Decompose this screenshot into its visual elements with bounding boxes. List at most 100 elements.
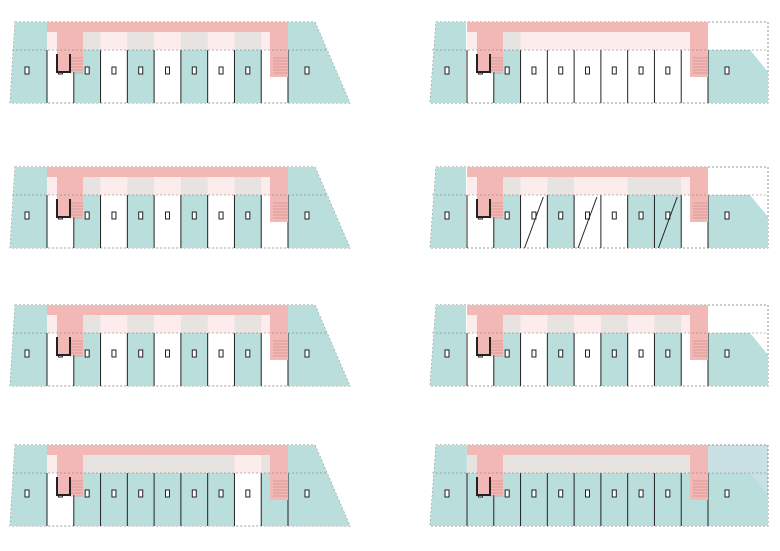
end-block-right — [288, 167, 350, 248]
end-block-left — [10, 22, 47, 103]
door-marker — [611, 489, 617, 498]
door-marker — [138, 211, 144, 220]
door-marker — [638, 489, 644, 498]
door-marker — [191, 211, 197, 220]
door-marker — [724, 211, 730, 220]
circulation-zone — [467, 32, 708, 50]
panel-scheme-7 — [429, 304, 769, 387]
door-marker — [84, 489, 90, 498]
door-marker — [218, 211, 224, 220]
lift-shaft — [56, 54, 71, 73]
panel-scheme-6 — [429, 166, 769, 249]
door-marker — [585, 211, 590, 220]
panel-scheme-3 — [9, 304, 351, 387]
circulation-band — [467, 22, 708, 32]
door-marker — [138, 349, 144, 358]
door-marker — [245, 489, 251, 498]
door-marker — [724, 66, 730, 75]
end-block-left — [430, 22, 466, 103]
end-block-left — [10, 305, 47, 386]
door-marker — [444, 349, 450, 358]
door-marker — [304, 489, 310, 498]
door-marker — [724, 349, 730, 358]
door-marker — [558, 349, 564, 358]
lift-shaft — [56, 477, 71, 496]
door-marker — [611, 211, 617, 220]
door-marker — [111, 489, 117, 498]
circulation-zone — [467, 455, 708, 473]
stair-core-right — [270, 315, 288, 360]
door-marker — [504, 349, 510, 358]
door-marker — [665, 349, 671, 358]
door-marker — [218, 489, 224, 498]
panel-scheme-8 — [429, 444, 769, 527]
door-marker — [138, 489, 144, 498]
lift-shaft — [56, 199, 71, 218]
door-marker — [504, 211, 510, 220]
circulation-zone — [47, 455, 288, 473]
diagonal-wall — [524, 196, 544, 249]
end-block-right — [708, 195, 768, 248]
door-marker — [84, 349, 90, 358]
lift-shaft — [476, 199, 491, 218]
door-marker — [191, 489, 197, 498]
circulation-band — [467, 445, 708, 455]
circulation-zone — [47, 315, 288, 333]
circulation-band — [47, 22, 288, 32]
door-marker — [724, 489, 730, 498]
door-marker — [444, 211, 450, 220]
stair-core-right — [270, 32, 288, 77]
door-marker — [531, 349, 537, 358]
end-block-right — [288, 22, 350, 103]
panel-scheme-4 — [9, 444, 351, 527]
door-marker — [218, 66, 224, 75]
door-marker — [245, 349, 251, 358]
door-marker — [245, 66, 251, 75]
door-marker — [585, 66, 590, 75]
lift-shaft — [476, 54, 491, 73]
circulation-band — [47, 305, 288, 315]
panel-scheme-1 — [9, 21, 351, 104]
door-marker — [504, 489, 510, 498]
door-marker — [165, 66, 170, 75]
door-marker — [165, 349, 170, 358]
end-block-left — [10, 167, 47, 248]
door-marker — [531, 66, 537, 75]
door-marker — [218, 349, 224, 358]
door-marker — [585, 349, 590, 358]
end-block-left — [430, 305, 466, 386]
circulation-band — [47, 445, 288, 455]
diagonal-wall — [657, 196, 678, 249]
door-marker — [165, 211, 170, 220]
lift-shaft — [476, 337, 491, 356]
door-marker — [558, 489, 564, 498]
door-marker — [638, 211, 644, 220]
circulation-zone — [467, 177, 708, 195]
door-marker — [611, 66, 617, 75]
stair-core-right — [690, 315, 708, 360]
stair-core-right — [690, 455, 708, 500]
door-marker — [638, 66, 644, 75]
stair-core-right — [270, 177, 288, 222]
lift-shaft — [476, 477, 491, 496]
door-marker — [24, 66, 30, 75]
end-block-right — [288, 445, 350, 526]
door-marker — [585, 489, 590, 498]
end-block-right — [708, 50, 768, 103]
door-marker — [444, 489, 450, 498]
door-marker — [138, 66, 144, 75]
diagonal-wall — [577, 196, 598, 249]
door-marker — [245, 211, 251, 220]
end-block-right — [708, 333, 768, 386]
door-marker — [304, 349, 310, 358]
door-marker — [504, 66, 510, 75]
door-marker — [304, 66, 310, 75]
panel-scheme-2 — [9, 166, 351, 249]
door-marker — [665, 489, 671, 498]
door-marker — [24, 211, 30, 220]
end-block-right — [288, 305, 350, 386]
stair-core-right — [690, 32, 708, 77]
end-block-left — [10, 445, 47, 526]
stair-core-right — [690, 177, 708, 222]
